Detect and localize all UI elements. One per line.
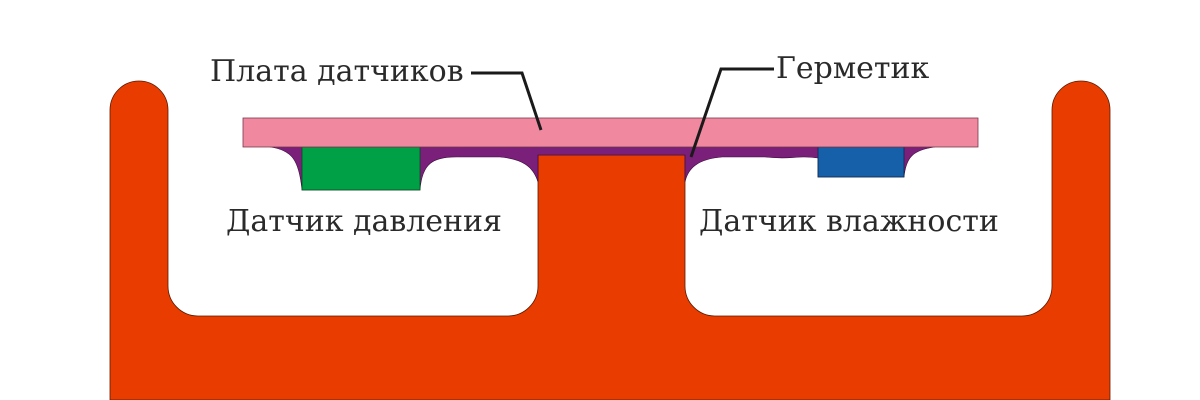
pressure-sensor-label: Датчик давления (226, 204, 502, 239)
sealant-label: Герметик (776, 51, 930, 86)
pressure-sensor (301, 146, 421, 191)
board-leader-line (471, 71, 543, 131)
sensor-board (242, 117, 979, 148)
humidity-sensor-label: Датчик влажности (699, 204, 999, 239)
sealant-leader-line (689, 67, 774, 158)
board-label: Плата датчиков (210, 54, 464, 89)
humidity-sensor (817, 146, 905, 178)
